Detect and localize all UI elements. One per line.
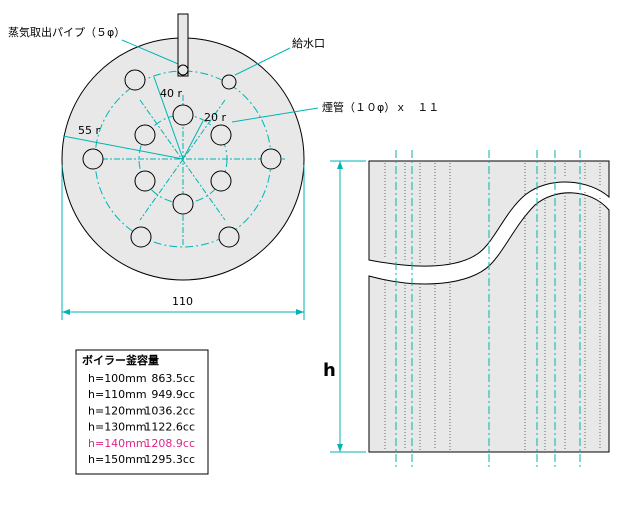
- flue-hole: [172, 104, 194, 126]
- flue-hole: [134, 124, 156, 146]
- table-cell-volume: 1208.9cc: [144, 437, 195, 450]
- label-r55: 55 r: [78, 124, 100, 137]
- table-cell-height: h=150mm: [88, 453, 147, 466]
- table-cell-volume: 1036.2cc: [144, 404, 195, 417]
- flue-hole: [260, 148, 282, 170]
- boiler-side-view: [330, 150, 610, 468]
- table-cell-height: h=100mm: [88, 372, 147, 385]
- label-height: h: [323, 360, 336, 381]
- leader-flue: [231, 107, 319, 123]
- label-feed-water: 給水口: [292, 36, 325, 50]
- flue-hole: [82, 148, 104, 170]
- table-cell-volume: 949.9cc: [151, 388, 195, 401]
- label-r40: 40 r: [160, 87, 182, 100]
- flue-hole: [210, 124, 232, 146]
- flue-hole: [130, 226, 152, 248]
- flue-hole: [134, 170, 156, 192]
- label-steam-pipe: 蒸気取出パイプ（５φ）: [8, 25, 125, 39]
- shell-upper: [368, 160, 610, 267]
- radius-line-40: [153, 76, 184, 160]
- leader-feed: [234, 47, 291, 76]
- flue-hole: [218, 226, 240, 248]
- side-centerlines: [395, 150, 581, 468]
- radius-line-20: [182, 120, 204, 160]
- hole-centerlines: [90, 95, 285, 245]
- flue-hole: [124, 69, 146, 91]
- arrow-down: [337, 444, 343, 452]
- arrow-left: [62, 309, 70, 315]
- label-flue-tubes: 煙管（１０φ）ｘ １１: [322, 100, 439, 114]
- table-frame: [75, 349, 209, 475]
- table-title: ボイラー釜容量: [82, 353, 159, 367]
- flue-tube-holes: [82, 69, 282, 248]
- flue-hole: [210, 170, 232, 192]
- flue-hole: [172, 193, 194, 215]
- table-cell-volume: 863.5cc: [151, 372, 195, 385]
- table-cell-volume: 1295.3cc: [144, 453, 195, 466]
- table-rows: h=100mm 863.5cc h=110mm 949.9cc h=120mm1036.…: [88, 372, 195, 466]
- capacity-table: ボイラー釜容量 h=100mm 863.5cc h=110mm 949.9cc h=12…: [75, 349, 209, 475]
- radius-line-55: [62, 135, 184, 160]
- arrow-up: [337, 161, 343, 169]
- table-cell-height: h=140mm: [88, 437, 147, 450]
- table-cell-height: h=130mm: [88, 421, 147, 434]
- boiler-end-view: [61, 13, 319, 320]
- arrow-right: [296, 309, 304, 315]
- side-tubes: [384, 163, 601, 450]
- steam-pipe: [177, 13, 189, 77]
- leader-steam: [121, 39, 184, 67]
- label-r20: 20 r: [204, 111, 226, 124]
- table-cell-volume: 1122.6cc: [144, 421, 195, 434]
- steam-pipe-end: [177, 64, 189, 76]
- feed-water-port: [221, 74, 237, 90]
- table-cell-height: h=120mm: [88, 404, 147, 417]
- table-cell-height: h=110mm: [88, 388, 147, 401]
- label-diameter: 110: [172, 295, 193, 308]
